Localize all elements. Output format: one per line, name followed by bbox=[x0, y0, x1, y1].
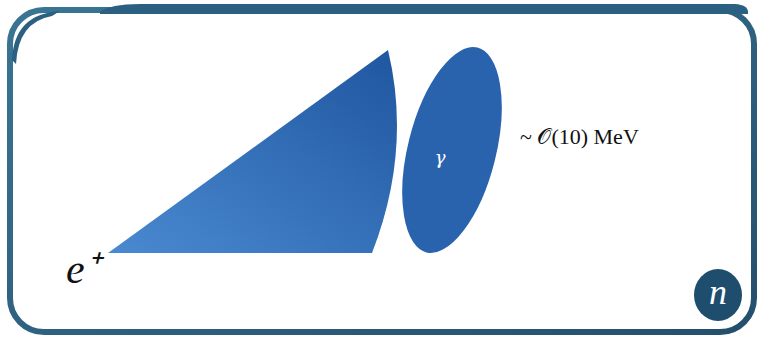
frame-left-swash bbox=[12, 11, 60, 64]
frame bbox=[10, 10, 754, 332]
energy-label: ~ 𝒪(10) MeV bbox=[520, 124, 639, 150]
neutron-circle: n bbox=[693, 268, 743, 322]
node-text: n bbox=[709, 271, 727, 313]
photon-cone-ellipse-outline bbox=[378, 30, 525, 271]
photon-cone-ellipse: γ bbox=[378, 30, 525, 271]
cone-body bbox=[108, 50, 397, 253]
frame-top-bar bbox=[100, 4, 748, 14]
positron-label: e⁺ bbox=[66, 238, 99, 295]
node-text: γ bbox=[434, 147, 445, 168]
